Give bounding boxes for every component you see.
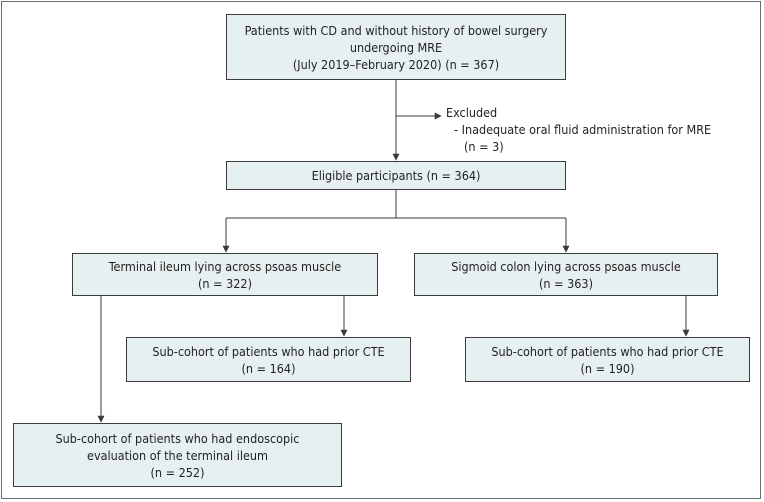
- box-endoscopic-subcohort: Sub-cohort of patients who had endoscopi…: [13, 423, 342, 487]
- box-patients-with-cd: Patients with CD and without history of …: [226, 14, 566, 80]
- excluded-reason: - Inadequate oral fluid administration f…: [454, 122, 712, 137]
- box-terminal-cte-subcohort: Sub-cohort of patients who had prior CTE…: [126, 337, 411, 382]
- excluded-count: (n = 3): [464, 139, 504, 154]
- box-terminal-ileum: Terminal ileum lying across psoas muscle…: [72, 253, 378, 296]
- excluded-note: Excluded - Inadequate oral fluid adminis…: [446, 104, 711, 155]
- box-sigmoid-cte-subcohort: Sub-cohort of patients who had prior CTE…: [465, 337, 750, 382]
- excluded-title: Excluded: [446, 105, 498, 120]
- box-sigmoid-colon: Sigmoid colon lying across psoas muscle …: [414, 253, 718, 296]
- box-eligible-participants: Eligible participants (n = 364): [226, 161, 566, 190]
